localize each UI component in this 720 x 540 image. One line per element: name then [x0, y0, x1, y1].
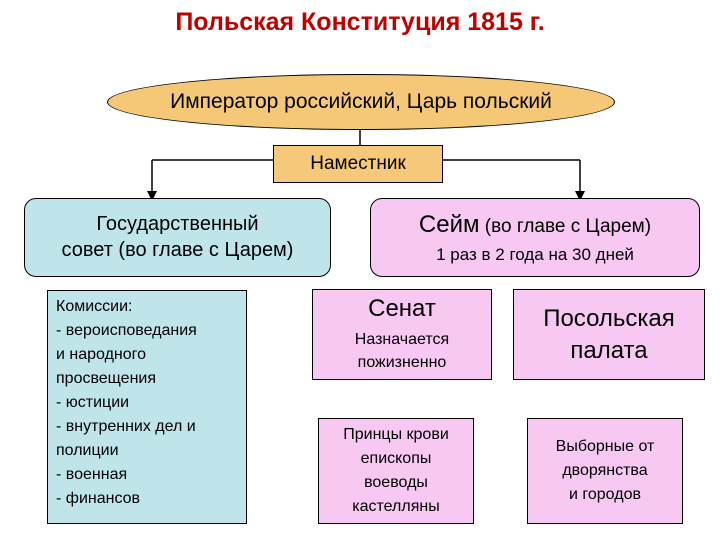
senate-note: Назначается пожизненно — [355, 329, 449, 374]
sejm-note: (во главе с Царем) — [479, 215, 652, 237]
chamber-of-deputies-box: Посольская палата — [513, 289, 705, 380]
sejm-box: Сейм (во главе с Царем) 1 раз в 2 года н… — [370, 198, 700, 277]
commission-item: - военная — [56, 466, 128, 483]
emperor-ellipse: Император российский, Царь польский — [107, 74, 615, 130]
commission-item: полиции — [56, 442, 119, 459]
sejm-heading: Сейм (во главе с Царем) — [419, 211, 651, 239]
senate-members-box: Принцы крови епископы воеводы кастелляны — [318, 418, 474, 524]
state-council-note: (во главе с Царем) — [112, 238, 294, 261]
diagram-title: Польская Конституция 1815 г. — [175, 8, 545, 36]
state-council-line2: совет (во главе с Царем) — [62, 238, 294, 264]
commission-item: - вероисповедания — [56, 322, 197, 339]
governor-box: Наместник — [273, 145, 443, 183]
emperor-label: Император российский, Царь польский — [170, 90, 552, 113]
senate-note-line: пожизненно — [357, 353, 447, 371]
commissions-box: Комиссии: - вероисповедания и народного … — [47, 290, 247, 524]
governor-label: Наместник — [310, 153, 406, 174]
sejm-name: Сейм — [418, 210, 480, 238]
chamber-member-item: дворянства — [562, 462, 648, 479]
state-council-word: совет — [61, 238, 113, 261]
commissions-heading: Комиссии: — [56, 298, 133, 315]
senate-box: Сенат Назначается пожизненно — [312, 289, 492, 380]
senate-member-item: воеводы — [364, 474, 428, 491]
chamber-member-item: и городов — [569, 486, 641, 503]
sejm-schedule: 1 раз в 2 года на 30 дней — [436, 244, 634, 264]
state-council-line1: Государственный — [96, 212, 259, 235]
commission-item: и народного — [56, 346, 147, 363]
chamber-title-line: Посольская — [543, 305, 675, 333]
senate-note-line: Назначается — [354, 331, 450, 349]
commission-item: просвещения — [56, 370, 156, 387]
senate-member-item: епископы — [360, 450, 432, 467]
chamber-members-box: Выборные от дворянства и городов — [527, 418, 683, 524]
senate-title: Сенат — [368, 295, 436, 323]
chamber-title-line: палата — [570, 336, 648, 364]
commission-item: - юстиции — [56, 394, 130, 411]
commission-item: - финансов — [56, 490, 141, 507]
senate-member-item: Принцы крови — [343, 426, 449, 443]
chamber-member-item: Выборные от — [555, 438, 655, 455]
state-council-box: Государственный совет (во главе с Царем) — [24, 198, 331, 277]
senate-member-item: кастелляны — [352, 498, 440, 515]
commission-item: - внутренних дел и — [56, 418, 196, 435]
